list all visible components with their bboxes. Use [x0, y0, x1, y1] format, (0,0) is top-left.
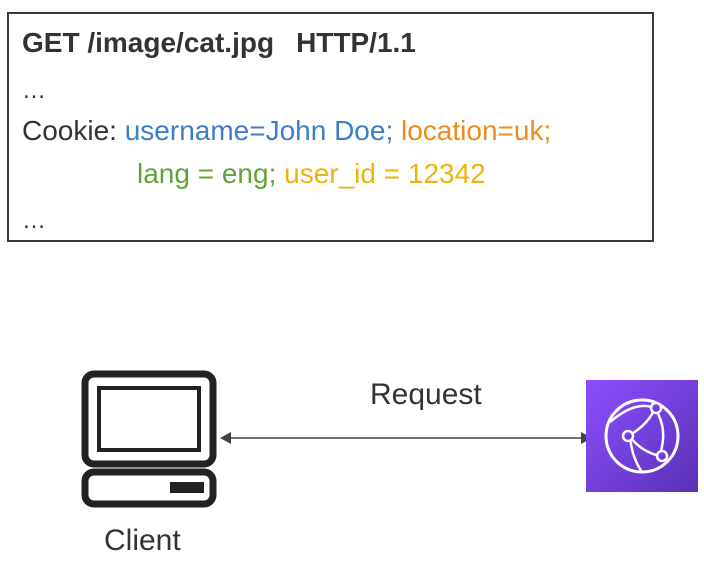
cookie-user-id: user_id = 12342	[284, 158, 486, 189]
cookie-lang: lang = eng;	[137, 158, 277, 189]
request-label: Request	[370, 378, 482, 411]
client-label: Client	[104, 524, 181, 557]
cookie-label: Cookie:	[22, 115, 125, 146]
cookie-location: location=uk;	[401, 115, 552, 146]
laptop-icon	[80, 370, 218, 510]
cookie-username: username=John Doe;	[124, 115, 394, 146]
bidirectional-arrow	[220, 428, 592, 448]
cookie-header-line: Cookie: username=John Doe; location=uk;	[22, 114, 551, 148]
request-line: GET /image/cat.jpg HTTP/1.1	[22, 26, 416, 60]
ellipsis-top: …	[22, 77, 46, 104]
http-request-box: GET /image/cat.jpg HTTP/1.1 … Cookie: use…	[7, 12, 654, 242]
cloudfront-icon	[586, 380, 698, 492]
http-version: HTTP/1.1	[296, 27, 416, 58]
ellipsis-bottom: …	[22, 207, 46, 234]
request-method-path: GET /image/cat.jpg	[22, 27, 275, 58]
cookie-continuation-line: lang = eng; user_id = 12342	[137, 157, 486, 191]
